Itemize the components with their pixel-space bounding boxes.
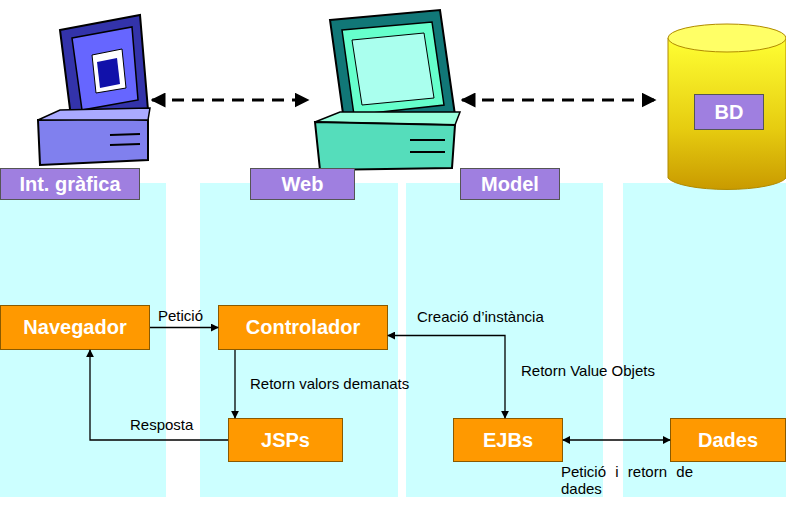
layer-header: Web <box>250 168 355 200</box>
server-computer <box>315 10 460 170</box>
flow-arrow <box>150 327 218 328</box>
component-box: Navegador <box>0 305 150 350</box>
network-link <box>152 99 308 102</box>
network-link <box>462 99 655 102</box>
node-text: Dades <box>698 429 758 452</box>
node-text: Model <box>481 173 539 196</box>
node-text: Controlador <box>246 316 360 339</box>
flow-arrow <box>563 439 670 440</box>
component-box: Controlador <box>218 305 388 350</box>
layer-header: Model <box>460 168 560 200</box>
node-text: EJBs <box>483 429 533 452</box>
component-box: EJBs <box>453 418 563 462</box>
node-text: Web <box>282 173 324 196</box>
node-text: Int. gràfica <box>19 173 120 196</box>
database-cylinder <box>668 24 786 189</box>
connector-label: Petició <box>158 307 203 324</box>
component-box: Dades <box>670 418 786 462</box>
database-label: BD <box>694 94 764 130</box>
component-box: JSPs <box>228 418 343 462</box>
connector-label: Creació d’instància <box>417 308 544 325</box>
connector-note: Retorn Value Objets <box>521 362 655 379</box>
connector-label: Retorn valors demanats <box>250 375 409 392</box>
flow-arrow <box>90 350 228 440</box>
node-text: JSPs <box>261 429 310 452</box>
node-text: Navegador <box>23 316 126 339</box>
connector-label: Petició i retorn de dades <box>561 463 693 497</box>
connector-label: Resposta <box>130 416 193 433</box>
node-text: BD <box>715 101 744 124</box>
layer-header: Int. gràfica <box>0 168 140 200</box>
client-computer <box>38 15 150 165</box>
flow-arrow <box>234 350 235 418</box>
